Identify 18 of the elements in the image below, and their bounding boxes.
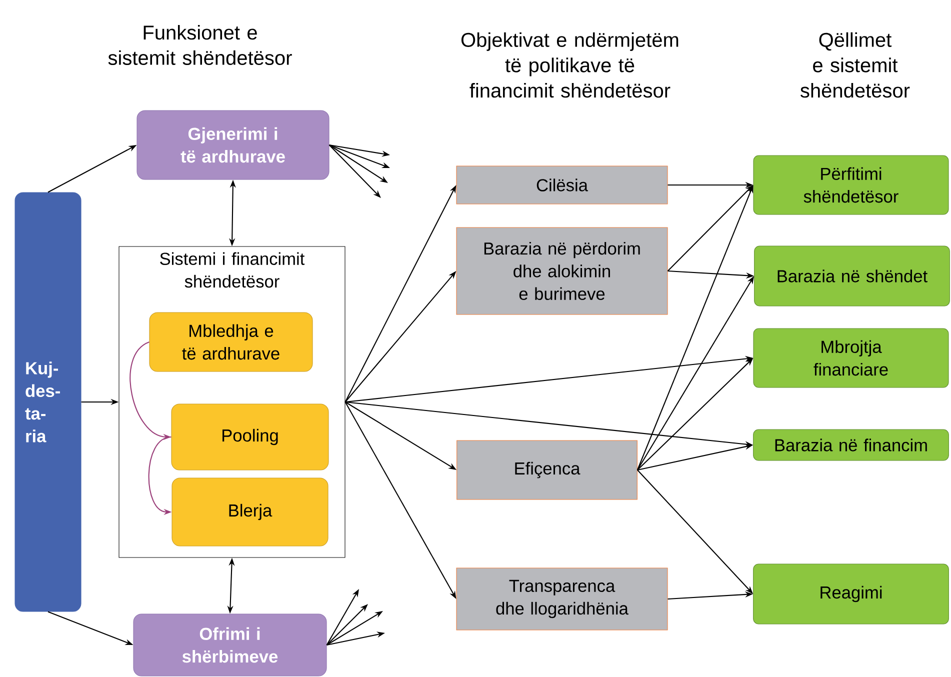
objective-box: Efiçenca: [456, 440, 638, 500]
objective-box: Cilësia: [456, 166, 668, 204]
function-box: Gjenerimi i të ardhurave: [136, 110, 330, 180]
objective-box: Transparenca dhe llogaridhënia: [456, 568, 668, 630]
process-box: Pooling: [171, 404, 329, 470]
objective-box: Barazia në përdorim dhe alokimin e burimeve: [456, 227, 668, 315]
goal-box: Barazia në shëndet: [754, 246, 950, 306]
column-heading: Objektivat e ndërmjetëm të politikave të financimit shëndetësor: [461, 32, 678, 98]
goal-box: Reagimi: [753, 564, 949, 624]
goal-box: Barazia në financim: [753, 429, 949, 461]
function-box: Ofrimi i shërbimeve: [133, 614, 327, 676]
column-heading: Qëllimet e sistemit shëndetësor: [800, 32, 910, 98]
goal-box: Mbrojtja financiare: [753, 328, 949, 388]
process-box: Blerja: [172, 478, 328, 546]
goal-box: Përfitimi shëndetësor: [753, 155, 949, 215]
actor-box: Kuj- des- ta- ria: [14, 192, 82, 612]
column-heading: Funksionet e sistemit shëndetësor: [108, 24, 292, 65]
process-box: Mbledhja e të ardhurave: [149, 312, 313, 372]
